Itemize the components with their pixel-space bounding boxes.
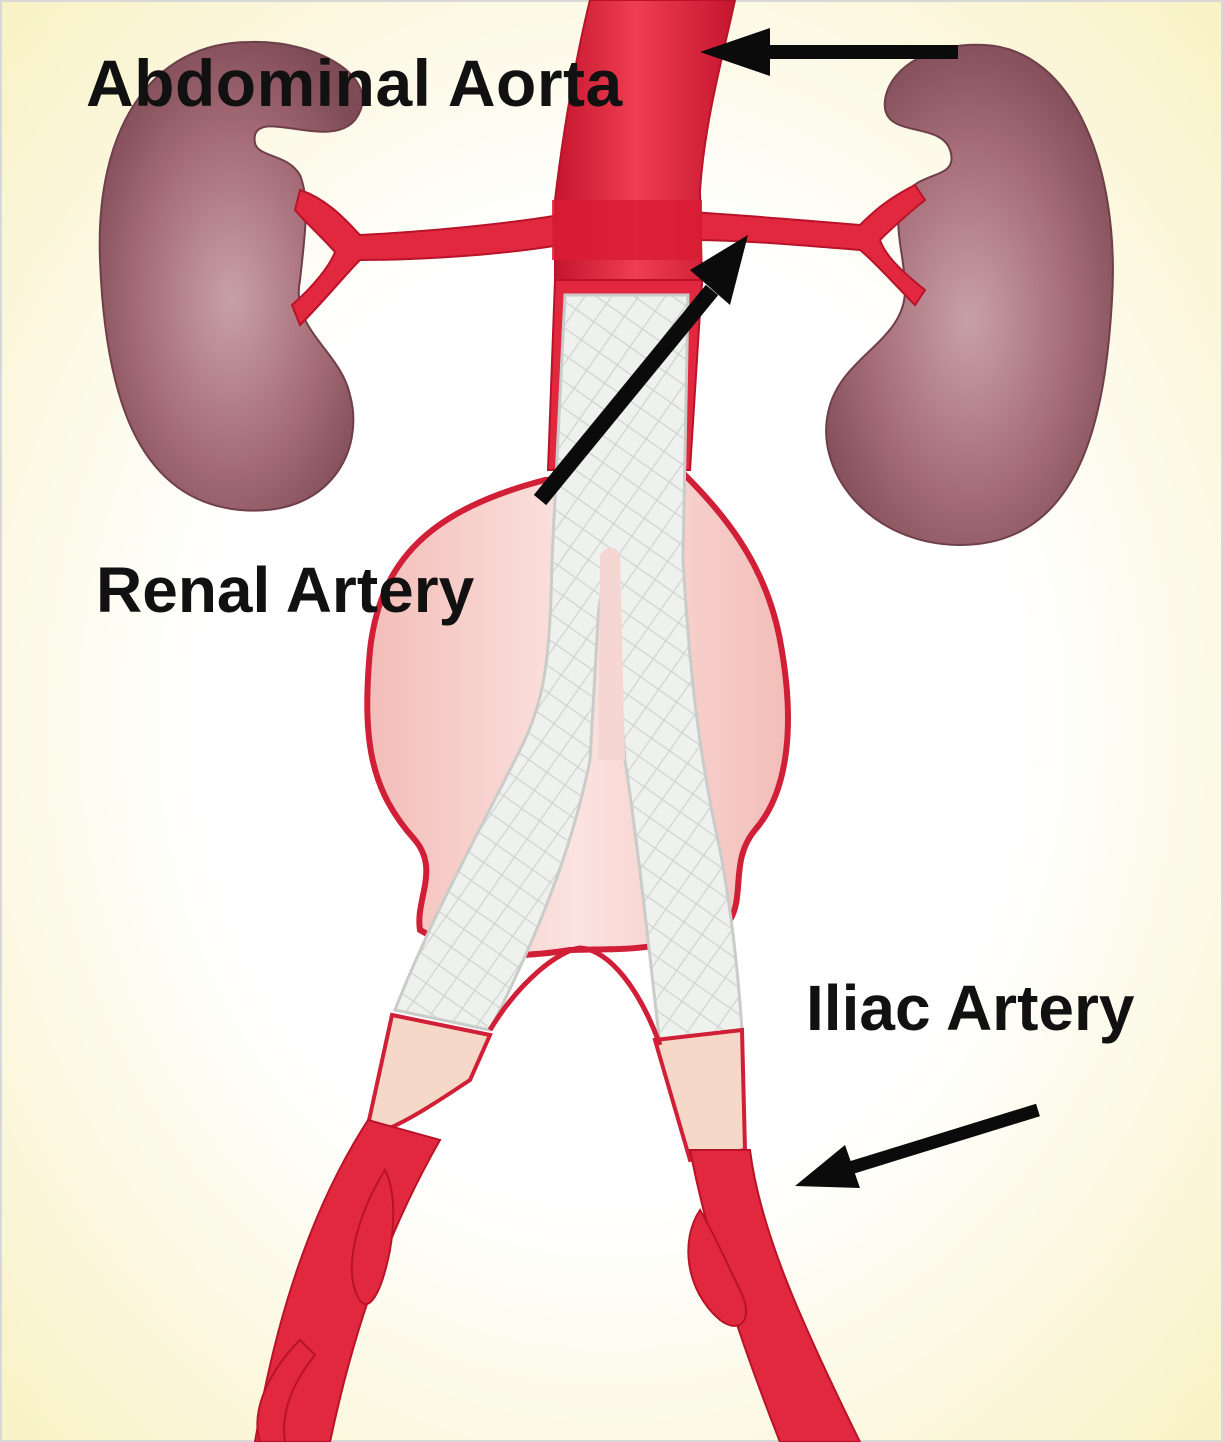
renal-junction-band [552,200,702,260]
renal-artery-label: Renal Artery [96,558,474,622]
iliac-artery-label: Iliac Artery [806,976,1134,1040]
abdominal-aorta-label: Abdominal Aorta [86,50,623,116]
